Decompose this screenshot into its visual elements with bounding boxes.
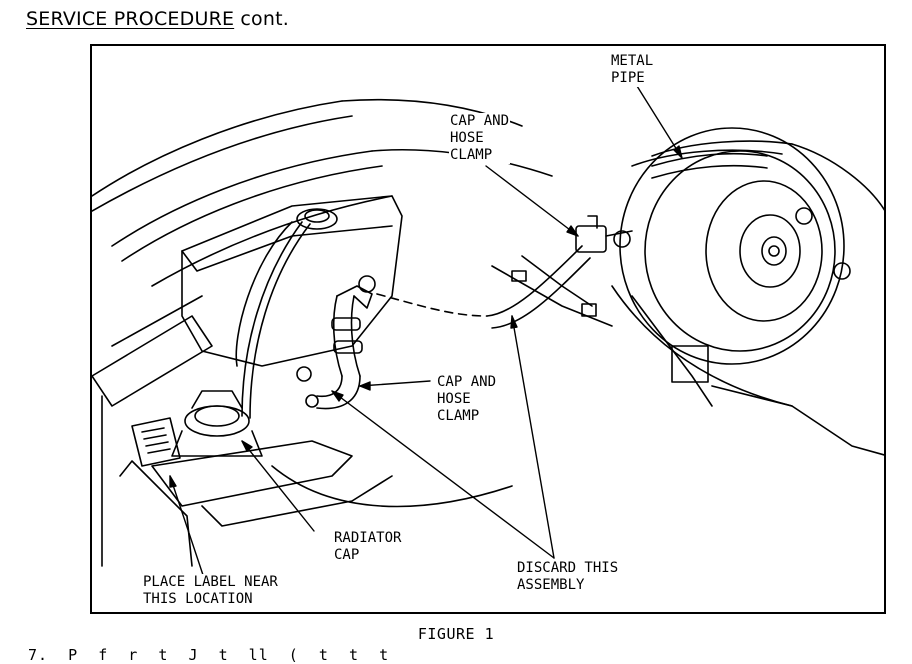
label-cap-hose-clamp-lower: CAP AND HOSE CLAMP [436,374,498,425]
shroud [92,295,513,567]
label-radiator-cap: RADIATOR CAP [333,530,403,564]
label-cap-hose-clamp-upper: CAP AND HOSE CLAMP [449,113,511,164]
label-discard-assembly: DISCARD THIS ASSEMBLY [516,560,620,594]
cut-off-text-line: 7. P f r t J t ll ( t t t [28,646,410,664]
section-heading-title: SERVICE PROCEDURE [26,8,235,30]
reservoir [181,195,403,419]
section-heading-suffix: cont. [234,8,290,30]
label-sticker [119,417,193,567]
leader-lines [169,85,683,579]
bypass-hose [296,245,591,410]
water-pump [491,127,884,456]
engine-clamp [575,215,633,253]
section-heading: SERVICE PROCEDURE cont. [26,8,289,30]
engine-diagram [92,85,884,579]
figure-frame: METAL PIPE CAP AND HOSE CLAMP CAP AND HO… [90,44,886,614]
label-metal-pipe: METAL PIPE [610,53,655,87]
figure-caption: FIGURE 1 [417,625,495,643]
metal-pipe [651,152,768,179]
radiator-cap-drawing [151,390,393,527]
fender-lines [92,98,553,287]
label-place-label: PLACE LABEL NEAR THIS LOCATION [142,574,279,608]
